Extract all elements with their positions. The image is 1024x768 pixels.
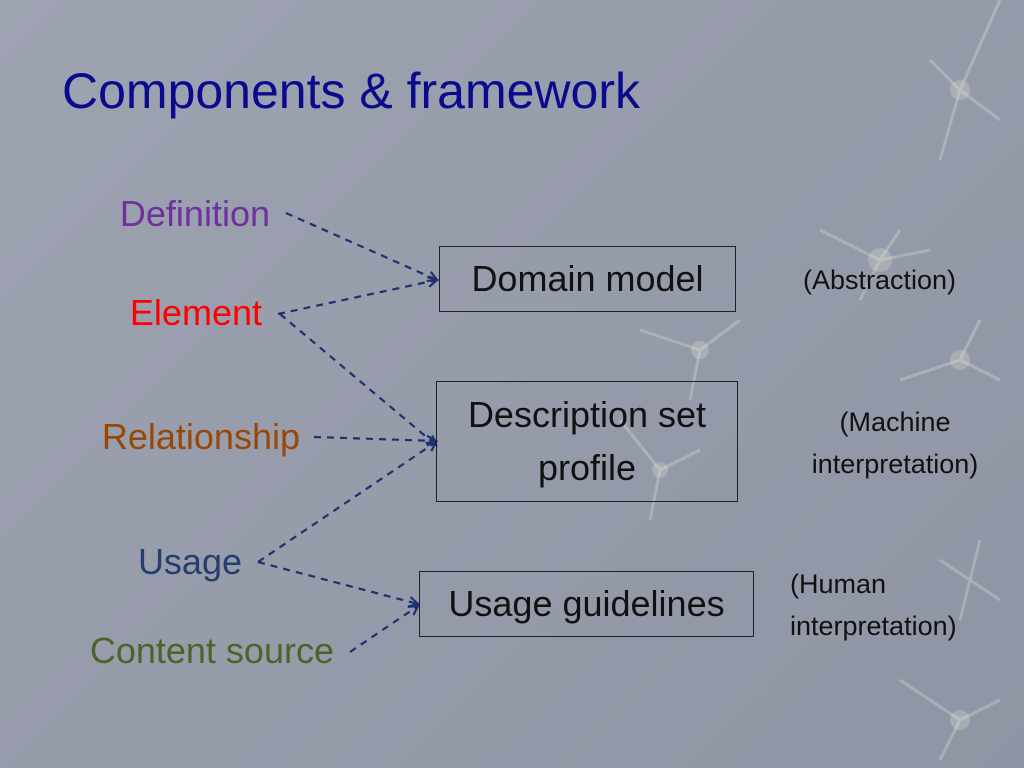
target-usage-guidelines: Usage guidelines	[419, 571, 754, 637]
note-human-interpretation: (Human interpretation)	[790, 563, 957, 647]
note-line1: (Human	[790, 569, 887, 599]
note-line2: interpretation)	[790, 611, 957, 641]
source-definition: Definition	[119, 193, 270, 234]
arrow-element-to-description-set-profile	[279, 313, 436, 445]
target-description-set-profile: Description set profile	[436, 381, 738, 502]
target-label: Domain model	[471, 258, 704, 299]
arrow-element-to-domain-model	[277, 280, 437, 316]
arrow-usage-to-usage-guidelines	[257, 560, 418, 604]
target-label: Usage guidelines	[448, 583, 725, 624]
target-label-line1: Description set	[467, 394, 707, 436]
arrow-content-source-to-usage-guidelines	[349, 606, 418, 653]
source-relationship: Relationship	[101, 416, 300, 457]
arrow-usage-to-description-set-profile	[257, 442, 436, 563]
target-domain-model: Domain model	[439, 246, 736, 312]
target-label-line2: profile	[537, 446, 637, 488]
source-content-source: Content source	[89, 630, 334, 671]
arrow-definition-to-domain-model	[285, 211, 437, 280]
note-line1: (Machine	[839, 407, 951, 437]
source-element: Element	[129, 292, 262, 333]
source-usage: Usage	[137, 541, 242, 582]
note-abstraction: (Abstraction)	[803, 265, 957, 295]
slide-title: Components & framework	[62, 63, 641, 119]
note-machine-interpretation: (Machine interpretation)	[790, 401, 1000, 485]
note-line2: interpretation)	[811, 449, 979, 479]
arrow-relationship-to-description-set-profile	[313, 437, 436, 441]
